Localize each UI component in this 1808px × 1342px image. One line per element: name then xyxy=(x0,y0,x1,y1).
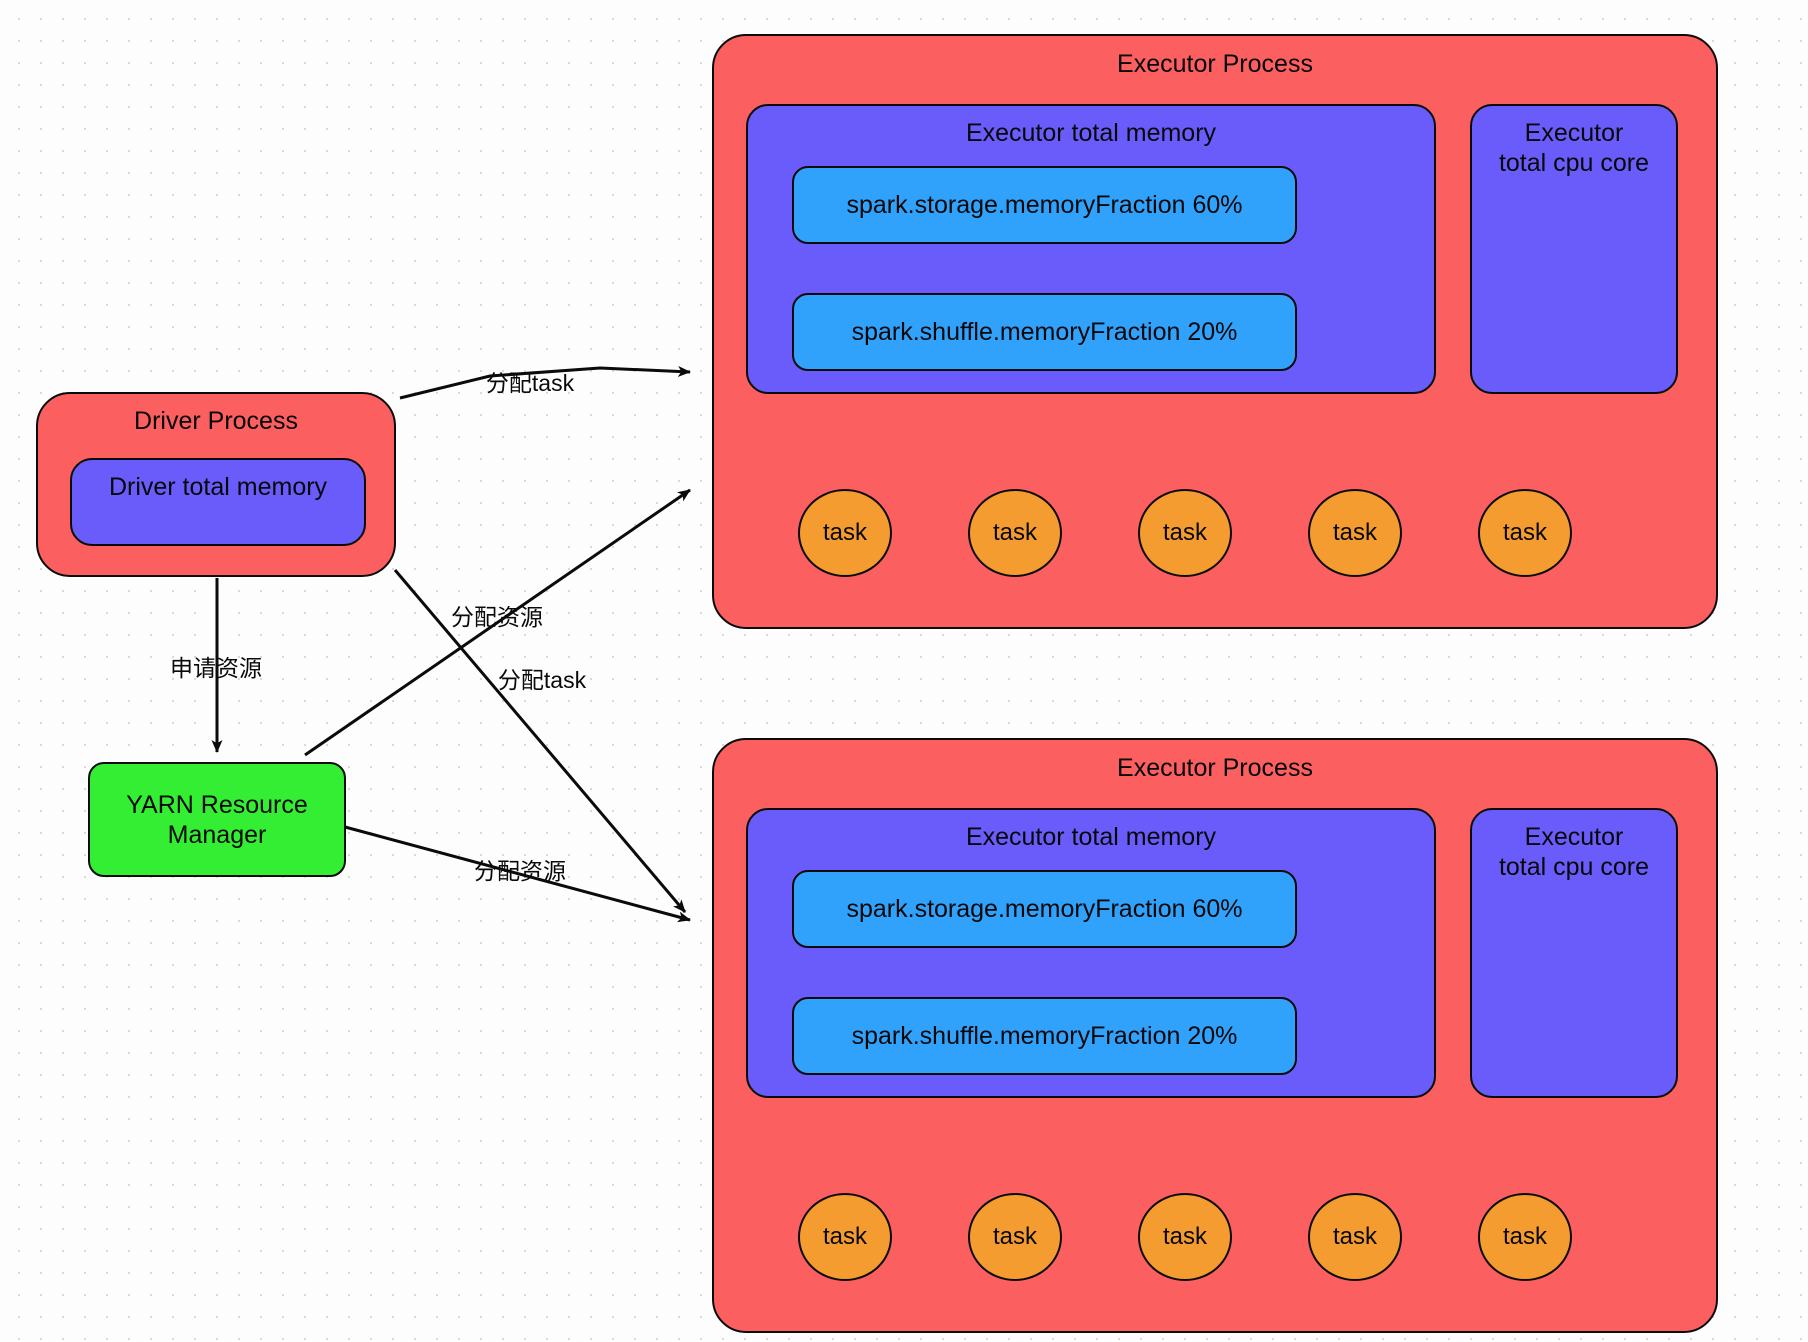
edge-label-driver-to-executor1-task: 分配task xyxy=(485,370,575,396)
yarn-resource-manager-node[interactable]: YARN Resource Manager xyxy=(88,762,346,877)
task-label: task xyxy=(992,1223,1037,1250)
executor-1-shuffle-fraction-label: spark.shuffle.memoryFraction 20% xyxy=(851,318,1238,346)
task-label: task xyxy=(1332,519,1377,546)
task-node[interactable]: task xyxy=(1478,1193,1572,1281)
driver-process-title: Driver Process xyxy=(134,407,298,435)
driver-total-memory-node[interactable]: Driver total memory xyxy=(70,458,366,546)
task-node[interactable]: task xyxy=(1478,489,1572,577)
task-label: task xyxy=(992,519,1037,546)
task-label: task xyxy=(1502,519,1547,546)
executor-process-2-title: Executor Process xyxy=(1117,754,1313,782)
task-node[interactable]: task xyxy=(1138,489,1232,577)
task-label: task xyxy=(822,519,867,546)
executor-1-shuffle-fraction[interactable]: spark.shuffle.memoryFraction 20% xyxy=(792,293,1297,371)
executor-2-total-cpu-core-title: Executor total cpu core xyxy=(1498,823,1650,881)
executor-1-storage-fraction-label: spark.storage.memoryFraction 60% xyxy=(846,191,1243,219)
executor-2-shuffle-fraction-label: spark.shuffle.memoryFraction 20% xyxy=(851,1022,1238,1050)
executor-2-total-memory[interactable]: Executor total memory spark.storage.memo… xyxy=(746,808,1436,1098)
edge-label-driver-to-yarn: 申请资源 xyxy=(170,655,262,681)
task-node[interactable]: task xyxy=(1308,1193,1402,1281)
task-node[interactable]: task xyxy=(1308,489,1402,577)
executor-1-total-cpu-core-title: Executor total cpu core xyxy=(1498,119,1650,177)
task-node[interactable]: task xyxy=(798,489,892,577)
task-label: task xyxy=(1502,1223,1547,1250)
executor-2-storage-fraction-label: spark.storage.memoryFraction 60% xyxy=(846,895,1243,923)
executor-1-total-cpu-core[interactable]: Executor total cpu core xyxy=(1470,104,1678,394)
executor-1-storage-fraction[interactable]: spark.storage.memoryFraction 60% xyxy=(792,166,1297,244)
driver-total-memory-label: Driver total memory xyxy=(108,473,328,501)
task-label: task xyxy=(1332,1223,1377,1250)
task-node[interactable]: task xyxy=(1138,1193,1232,1281)
executor-2-storage-fraction[interactable]: spark.storage.memoryFraction 60% xyxy=(792,870,1297,948)
executor-2-shuffle-fraction[interactable]: spark.shuffle.memoryFraction 20% xyxy=(792,997,1297,1075)
executor-process-1[interactable]: Executor Process Executor total memory s… xyxy=(712,34,1718,629)
executor-1-total-memory-title: Executor total memory xyxy=(965,119,1217,147)
executor-process-2[interactable]: Executor Process Executor total memory s… xyxy=(712,738,1718,1333)
executor-1-total-memory[interactable]: Executor total memory spark.storage.memo… xyxy=(746,104,1436,394)
yarn-resource-manager-label: YARN Resource Manager xyxy=(126,790,308,849)
task-node[interactable]: task xyxy=(798,1193,892,1281)
driver-process-node[interactable]: Driver Process Driver total memory xyxy=(36,392,396,577)
task-label: task xyxy=(1162,519,1207,546)
executor-2-total-cpu-core[interactable]: Executor total cpu core xyxy=(1470,808,1678,1098)
task-node[interactable]: task xyxy=(968,489,1062,577)
task-label: task xyxy=(822,1223,867,1250)
task-label: task xyxy=(1162,1223,1207,1250)
executor-process-1-title: Executor Process xyxy=(1117,50,1313,78)
edge-label-yarn-to-executor2: 分配资源 xyxy=(474,858,566,884)
task-node[interactable]: task xyxy=(968,1193,1062,1281)
edge-label-yarn-to-executor1: 分配资源 xyxy=(451,604,543,630)
edge-label-driver-to-executor2-task: 分配task xyxy=(497,667,587,693)
executor-2-total-memory-title: Executor total memory xyxy=(965,823,1217,851)
